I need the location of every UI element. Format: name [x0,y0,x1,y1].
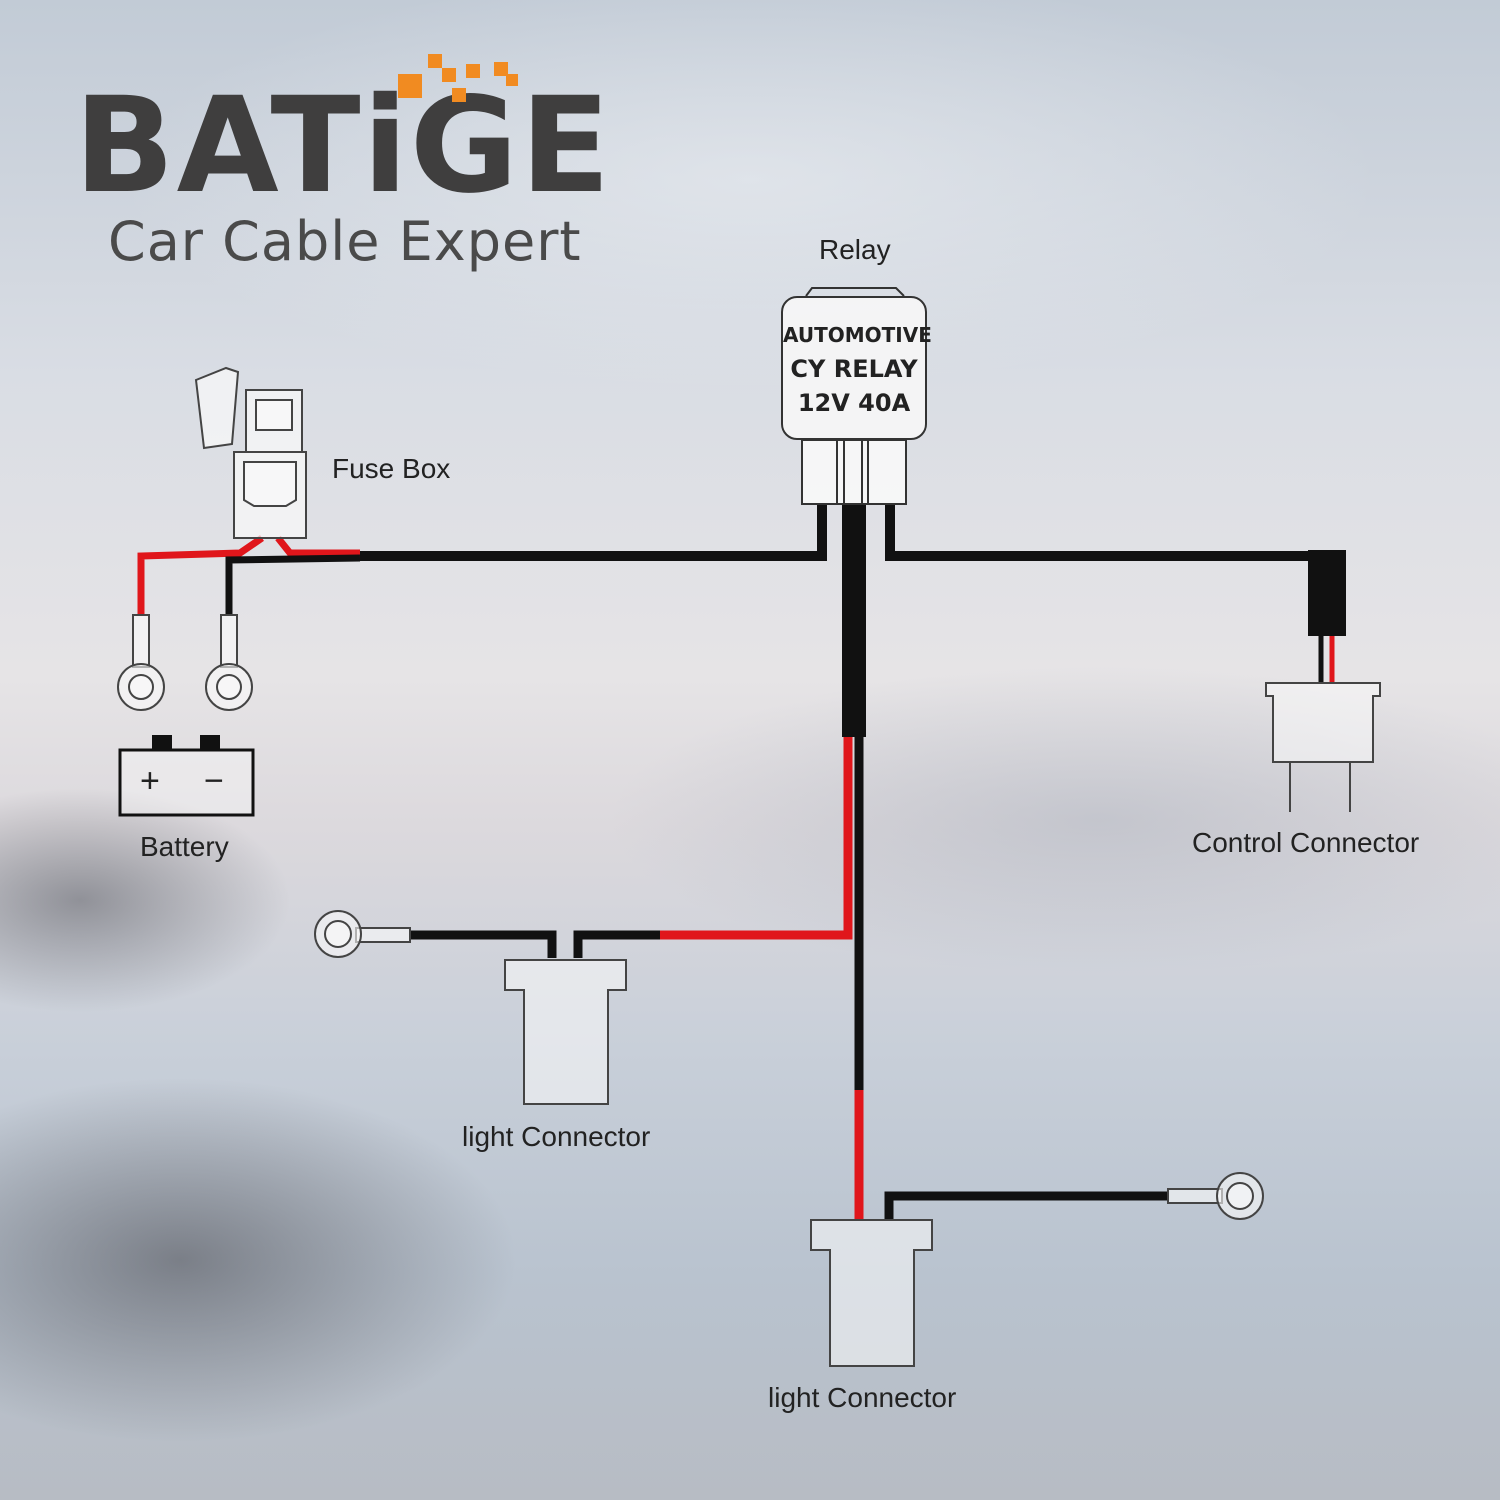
brand-logo: BATiGE [74,69,613,223]
terminal-negative [205,614,253,711]
battery-label: Battery [140,831,229,862]
ring-terminal-2 [1167,1172,1264,1220]
wire-control [885,505,1320,561]
ring-terminal-1 [314,910,411,958]
control-plug-sleeve [1308,550,1346,636]
light-connector-2-label: light Connector [768,1382,957,1413]
control-connector-label: Control Connector [1192,827,1420,858]
light-connector-1-icon [504,959,627,1105]
wire-light1-ground [410,930,557,958]
battery-minus-sign: − [204,762,224,800]
wire-battery-positive [137,535,360,615]
light-connector-1-label: light Connector [462,1121,651,1152]
wire-relay-positive [660,737,853,940]
logo-accent-squares [398,54,518,102]
wire-light1-feed [573,930,660,958]
wire-relay-bundle [842,505,866,737]
battery-plus-sign: + [140,762,160,800]
relay-tab [805,287,905,297]
battery-icon [118,735,255,817]
light-connector-2-icon [810,1219,933,1367]
wire-light2-ground [884,1191,1168,1220]
relay-line-1: AUTOMOTIVE [783,323,932,347]
terminal-positive [117,614,165,711]
relay-title: Relay [819,234,891,265]
control-connector-icon [1265,682,1381,812]
wire-main-black [225,505,827,615]
fuse-box-label: Fuse Box [332,453,451,484]
brand-tagline: Car Cable Expert [108,210,582,273]
fuse-box-icon [194,366,307,539]
relay-line-3: 12V 40A [797,389,911,417]
relay-body: AUTOMOTIVE CY RELAY 12V 40A [781,296,932,440]
relay-pin-block [801,439,907,505]
relay-line-2: CY RELAY [790,355,918,383]
